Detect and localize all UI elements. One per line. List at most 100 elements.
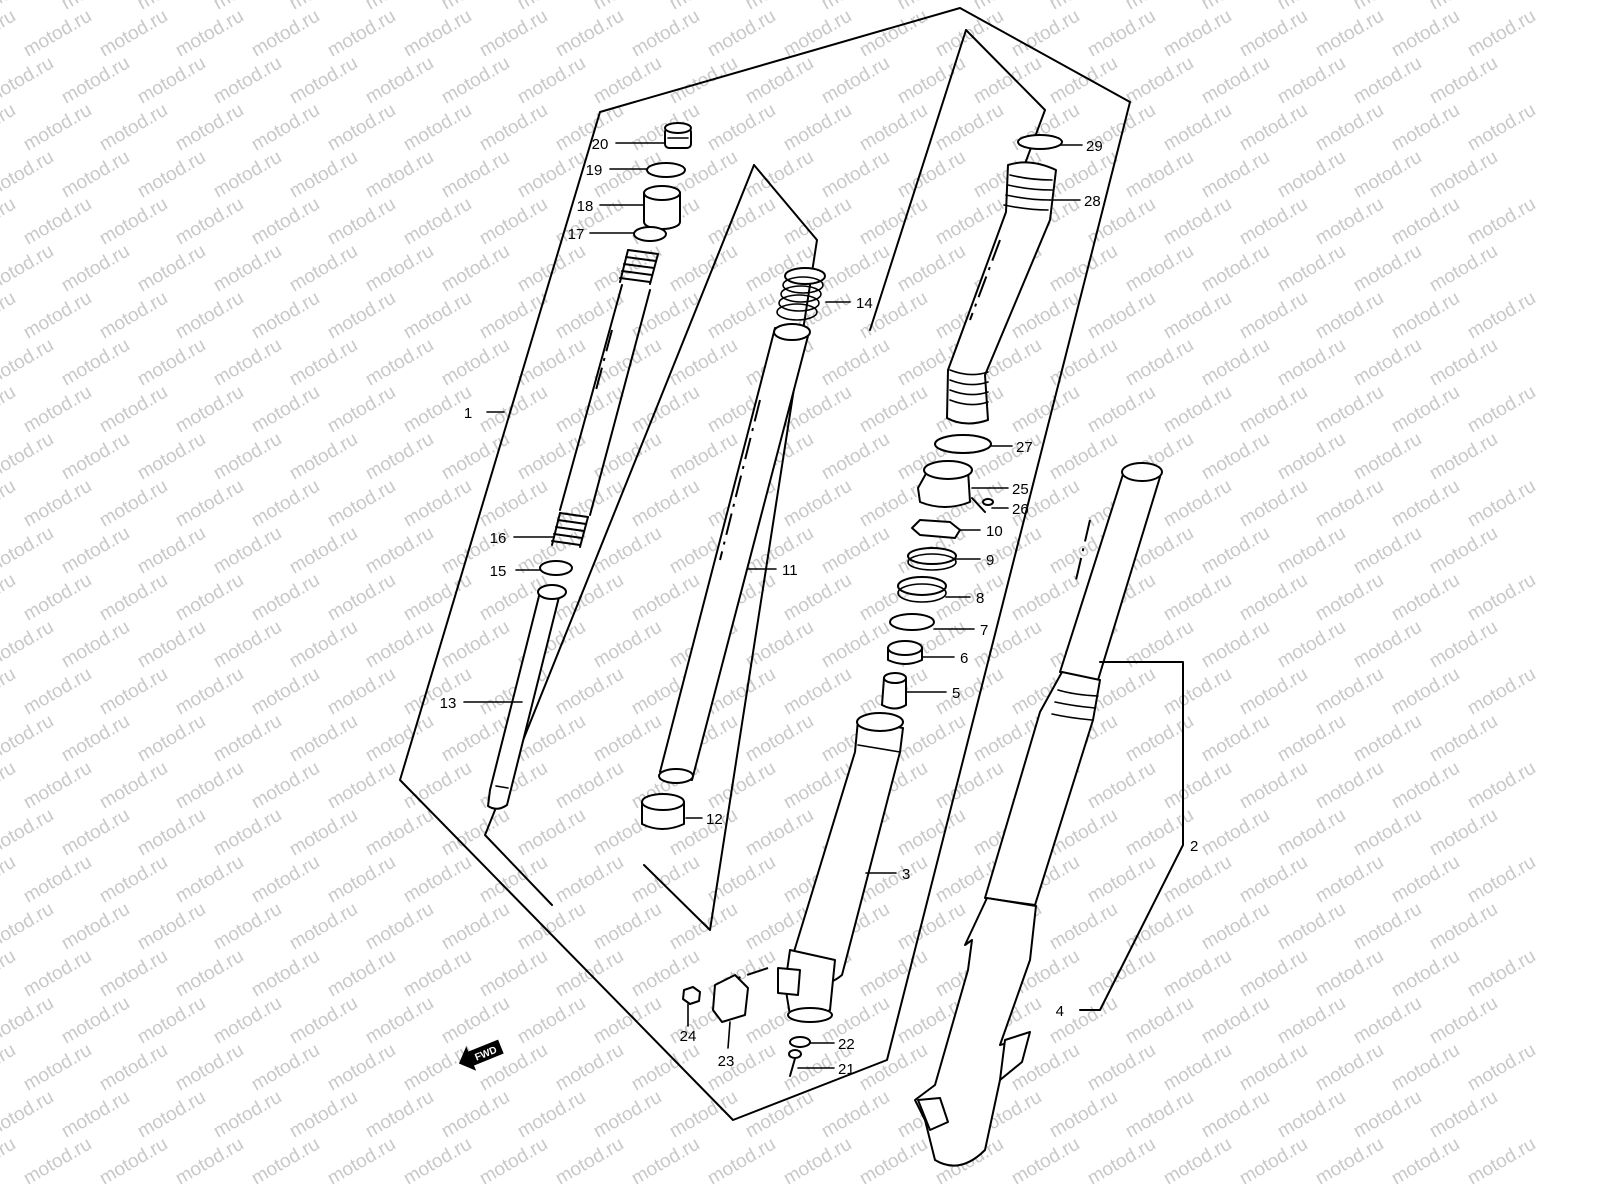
part-15-ring: [539, 560, 573, 576]
watermark-text: motod.ru: [476, 1134, 551, 1190]
watermark-text: motod.ru: [1046, 0, 1121, 14]
watermark-text: motod.ru: [1236, 100, 1311, 156]
watermark-text: motod.ru: [400, 6, 475, 62]
part-19-o-ring: [646, 162, 686, 178]
watermark-text: motod.ru: [476, 476, 551, 532]
watermark-text: motod.ru: [1008, 1134, 1083, 1190]
watermark-text: motod.ru: [1350, 899, 1425, 955]
watermark-text: motod.ru: [590, 711, 665, 767]
watermark-text: motod.ru: [894, 241, 969, 297]
watermark-text: motod.ru: [856, 1134, 931, 1190]
watermark-text: motod.ru: [0, 758, 19, 814]
watermark-text: motod.ru: [856, 194, 931, 250]
part-11-inner-tube: [658, 323, 811, 784]
watermark-text: motod.ru: [1198, 805, 1273, 861]
watermark-text: motod.ru: [210, 899, 285, 955]
watermark-text: motod.ru: [58, 617, 133, 673]
watermark-text: motod.ru: [476, 852, 551, 908]
watermark-text: motod.ru: [1160, 852, 1235, 908]
part-3-outer-tube: [787, 712, 904, 991]
callout-4: 4: [1056, 1003, 1064, 1020]
watermark-text: motod.ru: [1274, 899, 1349, 955]
watermark-text: motod.ru: [134, 53, 209, 109]
watermark-text: motod.ru: [1198, 1087, 1273, 1143]
watermark-text: motod.ru: [324, 664, 399, 720]
watermark-text: motod.ru: [1236, 1040, 1311, 1096]
watermark-text: motod.ru: [666, 1087, 741, 1143]
watermark-text: motod.ru: [1198, 993, 1273, 1049]
watermark-text: motod.ru: [248, 758, 323, 814]
watermark-text: motod.ru: [58, 241, 133, 297]
watermark-text: motod.ru: [362, 53, 437, 109]
watermark-text: motod.ru: [894, 711, 969, 767]
watermark-text: motod.ru: [438, 1087, 513, 1143]
watermark-text: motod.ru: [590, 617, 665, 673]
watermark-text: motod.ru: [248, 664, 323, 720]
watermark-text: motod.ru: [1426, 993, 1501, 1049]
watermark-text: motod.ru: [58, 0, 133, 14]
watermark-text: motod.ru: [20, 6, 95, 62]
watermark-text: motod.ru: [58, 805, 133, 861]
watermark-text: motod.ru: [1426, 147, 1501, 203]
part-16-spring-top: [619, 249, 659, 285]
watermark-text: motod.ru: [1350, 335, 1425, 391]
watermark-text: motod.ru: [552, 1040, 627, 1096]
watermark-text: motod.ru: [96, 664, 171, 720]
part-1-damper-rod: [559, 284, 651, 516]
watermark-text: motod.ru: [96, 382, 171, 438]
watermark-text: motod.ru: [894, 899, 969, 955]
callout-labels: 1 2 3 4 5 6 7 8 9 10 11 12 13 14 15 16 1…: [440, 136, 1199, 1078]
watermark-text: motod.ru: [172, 6, 247, 62]
watermark-text: motod.ru: [476, 100, 551, 156]
watermark-text: motod.ru: [172, 852, 247, 908]
watermark-text: motod.ru: [514, 241, 589, 297]
watermark-text: motod.ru: [400, 194, 475, 250]
watermark-text: motod.ru: [1198, 147, 1273, 203]
part-17-washer: [633, 226, 667, 242]
watermark-text: motod.ru: [134, 241, 209, 297]
watermark-text: motod.ru: [1464, 382, 1539, 438]
watermark-text: motod.ru: [1236, 476, 1311, 532]
watermark-text: motod.ru: [248, 6, 323, 62]
watermark-text: motod.ru: [552, 288, 627, 344]
watermark-text: motod.ru: [1388, 476, 1463, 532]
watermark-text: motod.ru: [58, 523, 133, 579]
watermark-text: motod.ru: [324, 6, 399, 62]
watermark-text: motod.ru: [856, 100, 931, 156]
watermark-text: motod.ru: [1312, 570, 1387, 626]
assembly-mid-outline: [869, 29, 967, 331]
watermark-text: motod.ru: [552, 852, 627, 908]
watermark-text: motod.ru: [514, 1087, 589, 1143]
watermark-text: motod.ru: [286, 805, 361, 861]
watermark-text: motod.ru: [1122, 711, 1197, 767]
watermark-text: motod.ru: [20, 664, 95, 720]
watermark-text: motod.ru: [210, 617, 285, 673]
watermark-text: motod.ru: [20, 570, 95, 626]
watermark-text: motod.ru: [1464, 476, 1539, 532]
watermark-text: motod.ru: [894, 147, 969, 203]
watermark-text: motod.ru: [1350, 53, 1425, 109]
callout-26: 26: [1012, 501, 1029, 518]
watermark-text: motod.ru: [248, 1134, 323, 1190]
watermark-text: motod.ru: [1084, 288, 1159, 344]
watermark-text: motod.ru: [1236, 570, 1311, 626]
watermark-text: motod.ru: [970, 0, 1045, 14]
watermark-text: motod.ru: [0, 6, 19, 62]
watermark-text: motod.ru: [248, 476, 323, 532]
watermark-text: motod.ru: [1350, 147, 1425, 203]
watermark-text: motod.ru: [1008, 6, 1083, 62]
part-27-clamp: [934, 434, 992, 454]
watermark-text: motod.ru: [96, 288, 171, 344]
bracket-2-4: [1079, 661, 1184, 1011]
watermark-text: motod.ru: [0, 946, 19, 1002]
watermark-text: motod.ru: [1274, 523, 1349, 579]
watermark-text: motod.ru: [704, 1040, 779, 1096]
watermark-text: motod.ru: [1312, 1040, 1387, 1096]
watermark-text: motod.ru: [514, 805, 589, 861]
part-12-collar: [641, 793, 685, 830]
watermark-text: motod.ru: [400, 1040, 475, 1096]
watermark-text: motod.ru: [20, 758, 95, 814]
watermark-text: motod.ru: [438, 335, 513, 391]
watermark-text: motod.ru: [400, 1134, 475, 1190]
